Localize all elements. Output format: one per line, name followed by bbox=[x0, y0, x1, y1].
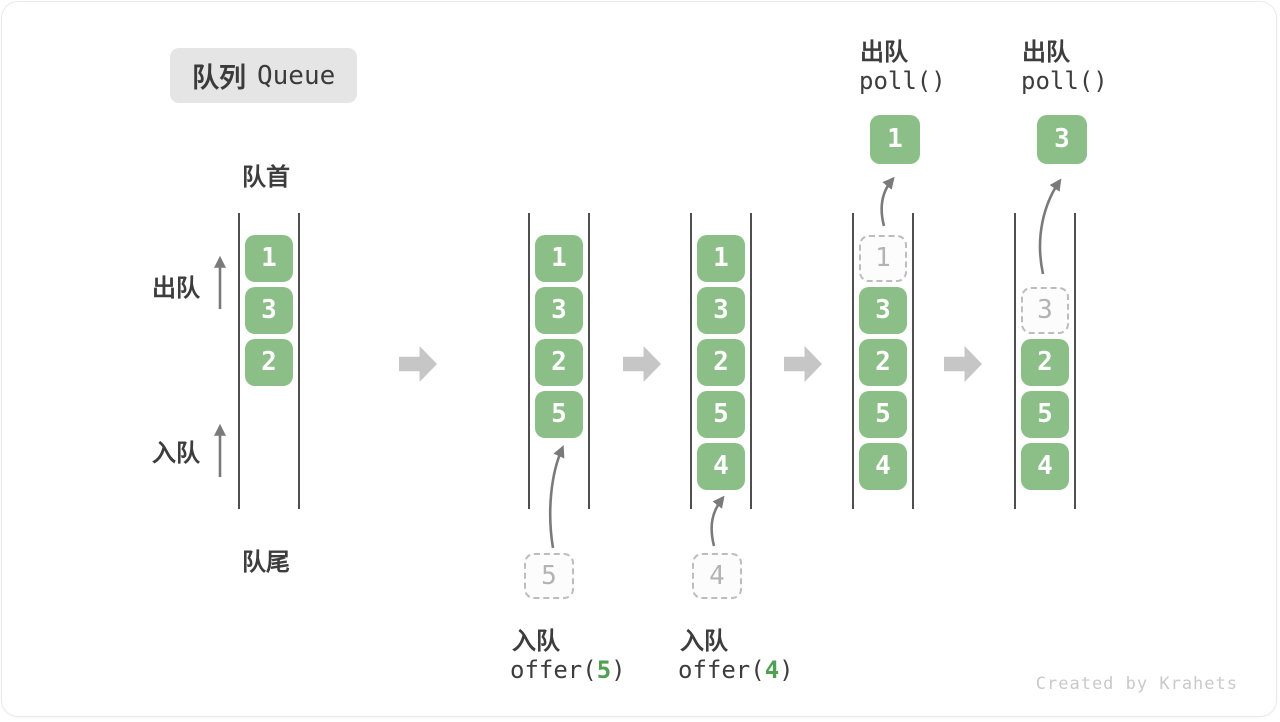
fn-open: offer( bbox=[510, 656, 597, 684]
queue-cell: 4 bbox=[1021, 443, 1069, 490]
queue-state-2: 1 3 2 5 bbox=[528, 213, 590, 509]
enqueue5-label: 入队 bbox=[512, 628, 560, 655]
queue-cell: 2 bbox=[1021, 339, 1069, 386]
enqueue4-code: offer(4) bbox=[678, 656, 794, 684]
queue-cell: 3 bbox=[697, 287, 745, 334]
queue-cell: 4 bbox=[859, 443, 907, 490]
queue-cell: 5 bbox=[535, 391, 583, 438]
queue-state-1: 1 3 2 bbox=[238, 213, 300, 509]
queue-front-label: 队首 bbox=[242, 164, 290, 191]
removed-ghost-cell: 1 bbox=[859, 235, 907, 282]
queue-state-3: 1 3 2 5 4 bbox=[690, 213, 752, 509]
popped-element-3: 3 bbox=[1037, 115, 1087, 164]
dequeue-side-label: 出队 bbox=[152, 275, 200, 302]
title-box: 队列 Queue bbox=[170, 48, 358, 103]
popped-element-1: 1 bbox=[870, 115, 920, 164]
transition-arrow-icon bbox=[623, 346, 661, 382]
queue-cell: 1 bbox=[535, 235, 583, 282]
staged-element-5: 5 bbox=[524, 553, 574, 599]
enqueue5-code: offer(5) bbox=[510, 656, 626, 684]
queue-cell: 4 bbox=[697, 443, 745, 490]
queue-cell: 2 bbox=[535, 339, 583, 386]
queue-state-4: 1 3 2 5 4 bbox=[852, 213, 914, 509]
title-zh: 队列 bbox=[192, 63, 246, 93]
queue-cell: 3 bbox=[535, 287, 583, 334]
staged-element-4: 4 bbox=[692, 553, 742, 599]
queue-cell: 5 bbox=[1021, 391, 1069, 438]
poll1-code: poll() bbox=[859, 67, 946, 95]
queue-cell: 3 bbox=[245, 287, 293, 334]
queue-cell: 3 bbox=[859, 287, 907, 334]
queue-cell: 2 bbox=[245, 339, 293, 386]
enqueue4-label: 入队 bbox=[680, 628, 728, 655]
fn-arg: 5 bbox=[596, 656, 612, 684]
queue-cell: 5 bbox=[859, 391, 907, 438]
queue-cell: 2 bbox=[859, 339, 907, 386]
queue-cell: 5 bbox=[697, 391, 745, 438]
enqueue-side-label: 入队 bbox=[152, 440, 200, 467]
transition-arrow-icon bbox=[399, 346, 437, 382]
transition-arrow-icon bbox=[944, 346, 982, 382]
poll2-code: poll() bbox=[1021, 67, 1108, 95]
queue-cell: 1 bbox=[245, 235, 293, 282]
poll1-label: 出队 bbox=[860, 39, 908, 66]
fn-arg: 4 bbox=[764, 656, 780, 684]
title-en: Queue bbox=[257, 60, 336, 91]
transition-arrow-icon bbox=[784, 346, 822, 382]
poll2-label: 出队 bbox=[1022, 39, 1070, 66]
removed-ghost-cell: 3 bbox=[1021, 287, 1069, 334]
fn-close: ) bbox=[611, 656, 626, 684]
fn-open: offer( bbox=[678, 656, 765, 684]
queue-cell: 1 bbox=[697, 235, 745, 282]
queue-cell: 2 bbox=[697, 339, 745, 386]
fn-close: ) bbox=[779, 656, 794, 684]
queue-state-5: 3 2 5 4 bbox=[1014, 213, 1076, 509]
queue-rear-label: 队尾 bbox=[242, 549, 290, 576]
watermark: Created by Krahets bbox=[1035, 674, 1238, 694]
